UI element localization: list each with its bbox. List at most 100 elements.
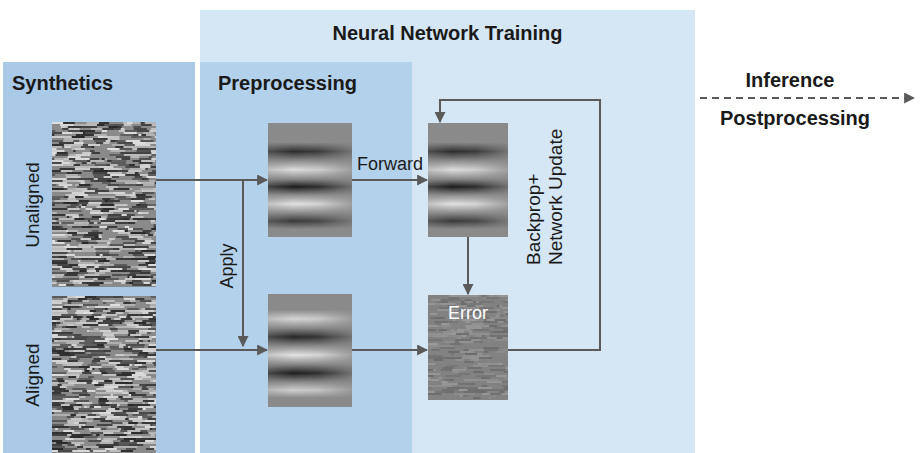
- texture-stroke: [92, 152, 100, 154]
- texture-stroke: [116, 434, 127, 436]
- texture-stroke: [57, 320, 65, 322]
- texture-stroke: [52, 432, 60, 434]
- texture-stroke: [88, 202, 102, 204]
- texture-stroke: [104, 268, 106, 270]
- texture-stroke: [129, 356, 143, 358]
- texture-stroke: [75, 166, 88, 168]
- texture-stroke: [151, 222, 156, 224]
- texture-stroke: [52, 252, 67, 254]
- texture-stroke: [428, 335, 433, 337]
- texture-stroke: [112, 402, 128, 404]
- texture-stroke: [430, 313, 437, 315]
- texture-stroke: [67, 188, 75, 190]
- texture-stroke: [495, 319, 506, 321]
- texture-stroke: [74, 324, 83, 326]
- texture-stroke: [66, 254, 75, 256]
- texture-stroke: [464, 367, 467, 369]
- texture-stroke: [473, 397, 480, 399]
- texture-stroke: [146, 302, 156, 304]
- texture-stroke: [102, 202, 113, 204]
- texture-stroke: [142, 396, 156, 398]
- texture-stroke: [104, 434, 110, 436]
- texture-stroke: [109, 250, 120, 252]
- texture-stroke: [89, 222, 94, 224]
- texture-stroke: [55, 300, 68, 302]
- texture-stroke: [68, 400, 74, 402]
- texture-stroke: [52, 328, 54, 330]
- texture-stroke: [52, 196, 64, 198]
- texture-stroke: [110, 174, 125, 176]
- texture-stroke: [131, 332, 136, 334]
- texture-stroke: [142, 370, 148, 372]
- texture-stroke: [55, 426, 69, 428]
- texture-stroke: [478, 337, 487, 339]
- preprocessing-panel-fill: [200, 62, 412, 453]
- texture-stroke: [455, 299, 461, 301]
- texture-stroke: [52, 282, 57, 284]
- texture-stroke: [92, 368, 94, 370]
- texture-stroke: [52, 360, 67, 362]
- texture-stroke: [72, 226, 81, 228]
- texture-stroke: [506, 327, 508, 329]
- texture-stroke: [115, 326, 131, 328]
- texture-stroke: [81, 426, 94, 428]
- texture-stroke: [125, 174, 140, 176]
- texture-stroke: [52, 402, 59, 404]
- texture-stroke: [52, 162, 62, 164]
- texture-stroke: [72, 432, 80, 434]
- texture-stroke: [72, 192, 85, 194]
- texture-stroke: [487, 337, 497, 339]
- texture-stroke: [52, 258, 64, 260]
- texture-stroke: [56, 322, 60, 324]
- texture-stroke: [72, 392, 87, 394]
- texture-stroke: [103, 432, 113, 434]
- texture-stroke: [52, 136, 65, 138]
- texture-stroke: [478, 387, 492, 389]
- texture-stroke: [489, 295, 491, 297]
- texture-stroke: [134, 362, 146, 364]
- seismic-section: [52, 122, 156, 287]
- texture-stroke: [504, 377, 508, 379]
- texture-stroke: [442, 381, 448, 383]
- texture-stroke: [92, 342, 106, 344]
- texture-stroke: [154, 306, 156, 308]
- texture-stroke: [148, 328, 156, 330]
- texture-stroke: [135, 326, 151, 328]
- preprocessed-patch: [268, 123, 352, 237]
- texture-stroke: [83, 346, 90, 348]
- texture-stroke: [474, 329, 489, 331]
- texture-stroke: [122, 158, 131, 160]
- texture-stroke: [496, 315, 500, 317]
- texture-stroke: [79, 424, 83, 426]
- texture-stroke: [504, 371, 508, 373]
- texture-stroke: [428, 375, 434, 377]
- texture-stroke: [68, 382, 82, 384]
- texture-stroke: [452, 371, 460, 373]
- texture-stroke: [52, 332, 67, 334]
- texture-stroke: [118, 428, 121, 430]
- texture-stroke: [139, 338, 143, 340]
- texture-stroke: [59, 184, 73, 186]
- texture-stroke: [109, 346, 119, 348]
- texture-stroke: [110, 450, 121, 452]
- texture-stroke: [59, 256, 67, 258]
- texture-stroke: [52, 424, 64, 426]
- texture-stroke: [74, 124, 86, 126]
- texture-stroke: [78, 178, 94, 180]
- texture-stroke: [57, 340, 72, 342]
- texture-stroke: [133, 398, 148, 400]
- texture-stroke: [145, 442, 156, 444]
- texture-stroke: [52, 160, 63, 162]
- texture-stroke: [82, 204, 87, 206]
- texture-stroke: [125, 322, 134, 324]
- texture-stroke: [68, 156, 81, 158]
- texture-stroke: [148, 340, 150, 342]
- texture-stroke: [72, 234, 77, 236]
- texture-stroke: [67, 316, 71, 318]
- texture-stroke: [141, 134, 146, 136]
- texture-stroke: [133, 160, 142, 162]
- texture-stroke: [67, 206, 76, 208]
- texture-stroke: [82, 326, 90, 328]
- texture-stroke: [118, 208, 129, 210]
- texture-stroke: [133, 282, 143, 284]
